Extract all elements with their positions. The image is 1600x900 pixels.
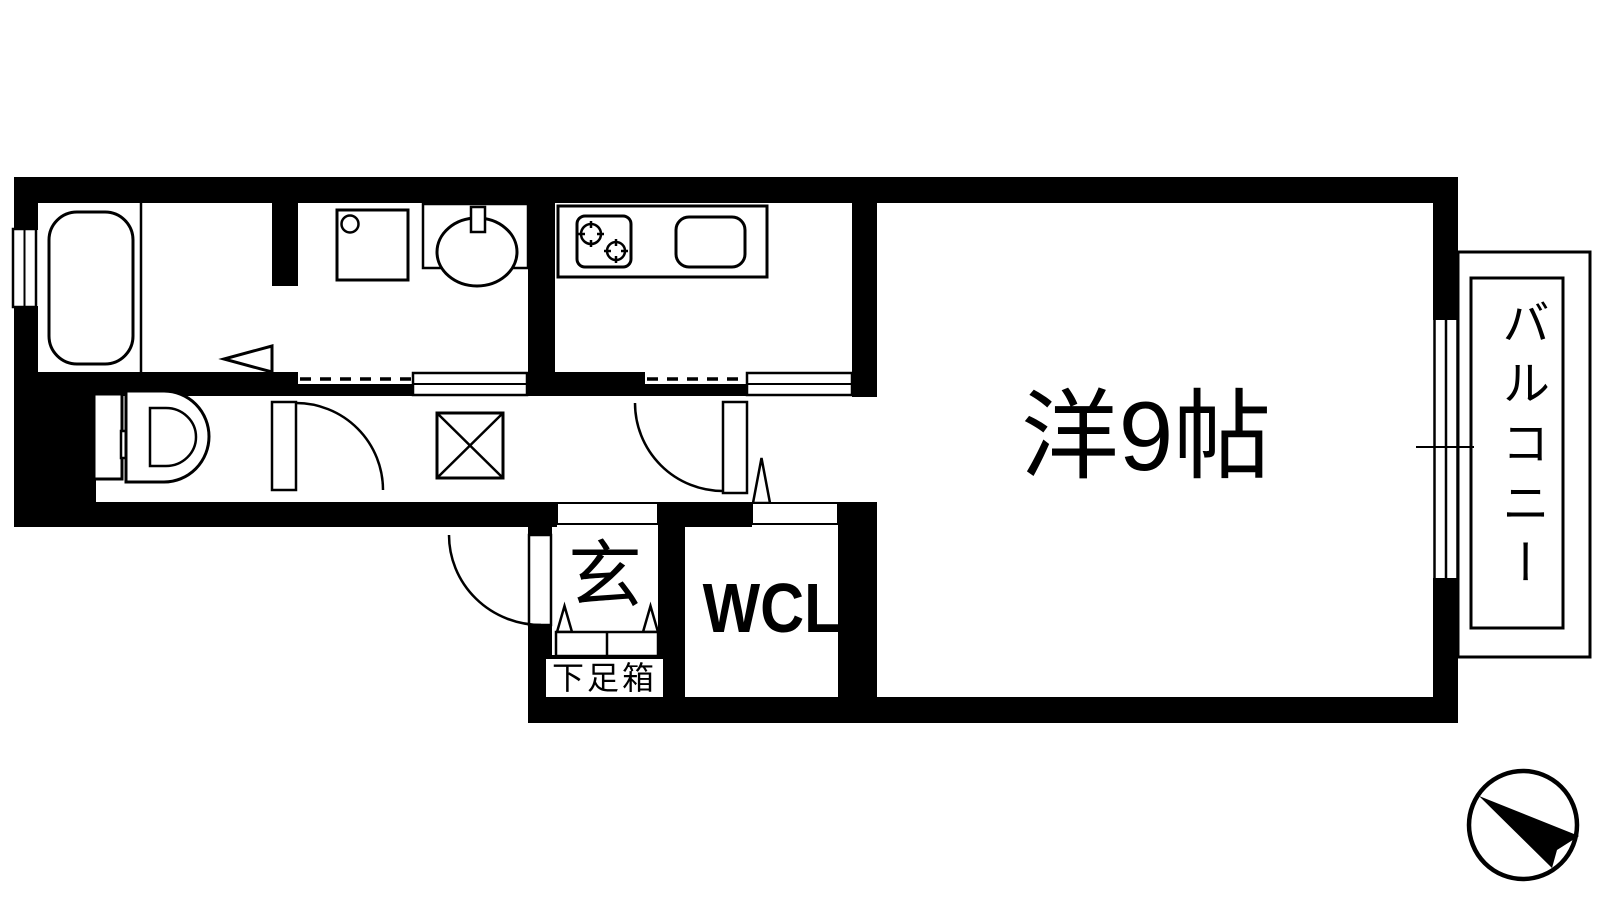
wall-under-slide-track-1 [298, 384, 412, 396]
step-marker-icon [751, 457, 772, 505]
stove-icon [575, 214, 633, 269]
shoe-cabinet-icon [554, 630, 660, 658]
balcony-label: バルコニー [1494, 298, 1547, 598]
genkan-opening [556, 502, 659, 525]
wall-under-slide-track-2 [645, 384, 747, 396]
wall-left-above-window [14, 177, 38, 230]
balcony-window [1416, 320, 1474, 578]
north-arrow-icon [1466, 768, 1580, 882]
crossed-square-icon [435, 411, 505, 480]
kitchen-sink-icon [674, 215, 747, 269]
wall-wcl-top-left [685, 502, 752, 527]
washing-machine-pan-icon [335, 208, 410, 282]
main-room-door [633, 400, 772, 505]
bathtub-icon [47, 203, 143, 372]
entrance-label: 玄 [568, 534, 642, 617]
main-room-label: 洋9帖 [1020, 381, 1272, 491]
wall-left-below-window [14, 306, 38, 376]
wall-bottom [528, 697, 1458, 723]
wall-right-above-window [1433, 177, 1458, 320]
wall-kitchen-pocket [555, 372, 645, 396]
toilet-door [270, 400, 385, 492]
entrance-door [447, 533, 553, 627]
wall-hall-bottom [14, 502, 557, 527]
balcony-railing [1456, 250, 1592, 659]
wall-wcl-right [838, 502, 877, 723]
wall-right-below-window [1433, 578, 1458, 723]
toilet-icon [92, 389, 211, 484]
wall-bathroom-right [272, 203, 298, 286]
sliding-door-washroom [300, 371, 529, 397]
wall-washroom-right [528, 203, 555, 396]
bathroom-window [11, 227, 38, 309]
wall-kitchen-right [852, 203, 877, 397]
wall-genkan-left-top [528, 502, 552, 537]
wcl-opening [751, 502, 839, 525]
wall-top [14, 177, 1458, 203]
shoe-box-label: 下足箱 [546, 659, 663, 697]
sliding-door-kitchen [647, 371, 854, 397]
folding-door-icon [218, 344, 274, 374]
walk-in-closet-label: WCL [702, 569, 842, 647]
washbasin-icon [421, 202, 530, 288]
